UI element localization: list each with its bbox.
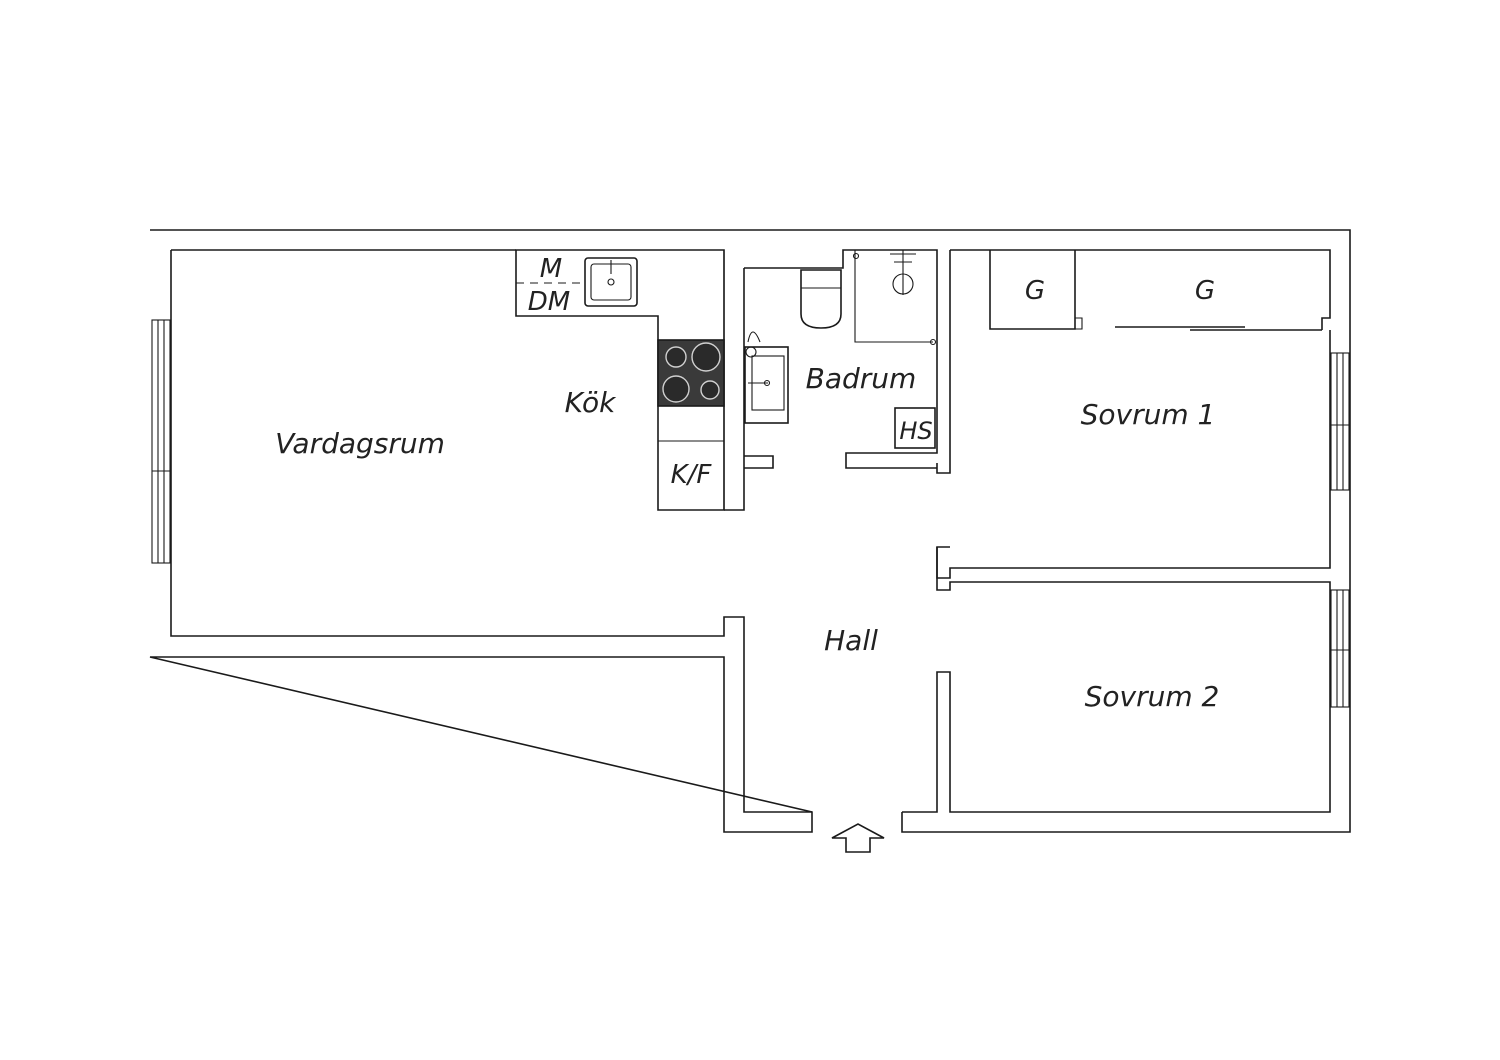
outer-walls bbox=[149, 229, 1351, 833]
stove-icon bbox=[657, 339, 725, 407]
room-label-bedroom-1: Sovrum 1 bbox=[1081, 398, 1216, 431]
window-bedroom-2 bbox=[1330, 589, 1350, 708]
washer-dryer-box bbox=[894, 407, 936, 449]
label-wardrobe-2: G bbox=[1195, 276, 1215, 306]
entrance-arrow-icon bbox=[831, 823, 885, 853]
toilet-icon bbox=[800, 269, 842, 329]
label-wardrobe-1: G bbox=[1025, 276, 1045, 306]
window-bedroom-1 bbox=[1330, 352, 1350, 491]
label-dishwasher: DM bbox=[528, 287, 570, 317]
shower-icon bbox=[852, 250, 937, 346]
room-label-living: Vardagsrum bbox=[275, 427, 445, 460]
wardrobes bbox=[989, 250, 1322, 331]
room-label-bedroom-2: Sovrum 2 bbox=[1085, 680, 1220, 713]
label-fridge-freezer: K/F bbox=[671, 460, 713, 490]
window-west bbox=[151, 319, 171, 564]
room-label-bathroom: Badrum bbox=[806, 362, 917, 395]
wash-basin-icon bbox=[744, 331, 789, 424]
label-microwave: M bbox=[540, 254, 562, 284]
room-label-hall: Hall bbox=[824, 624, 878, 657]
kitchen-sink-icon bbox=[584, 257, 638, 307]
room-label-kitchen: Kök bbox=[565, 386, 617, 419]
label-washer-dryer: HS bbox=[899, 417, 932, 445]
